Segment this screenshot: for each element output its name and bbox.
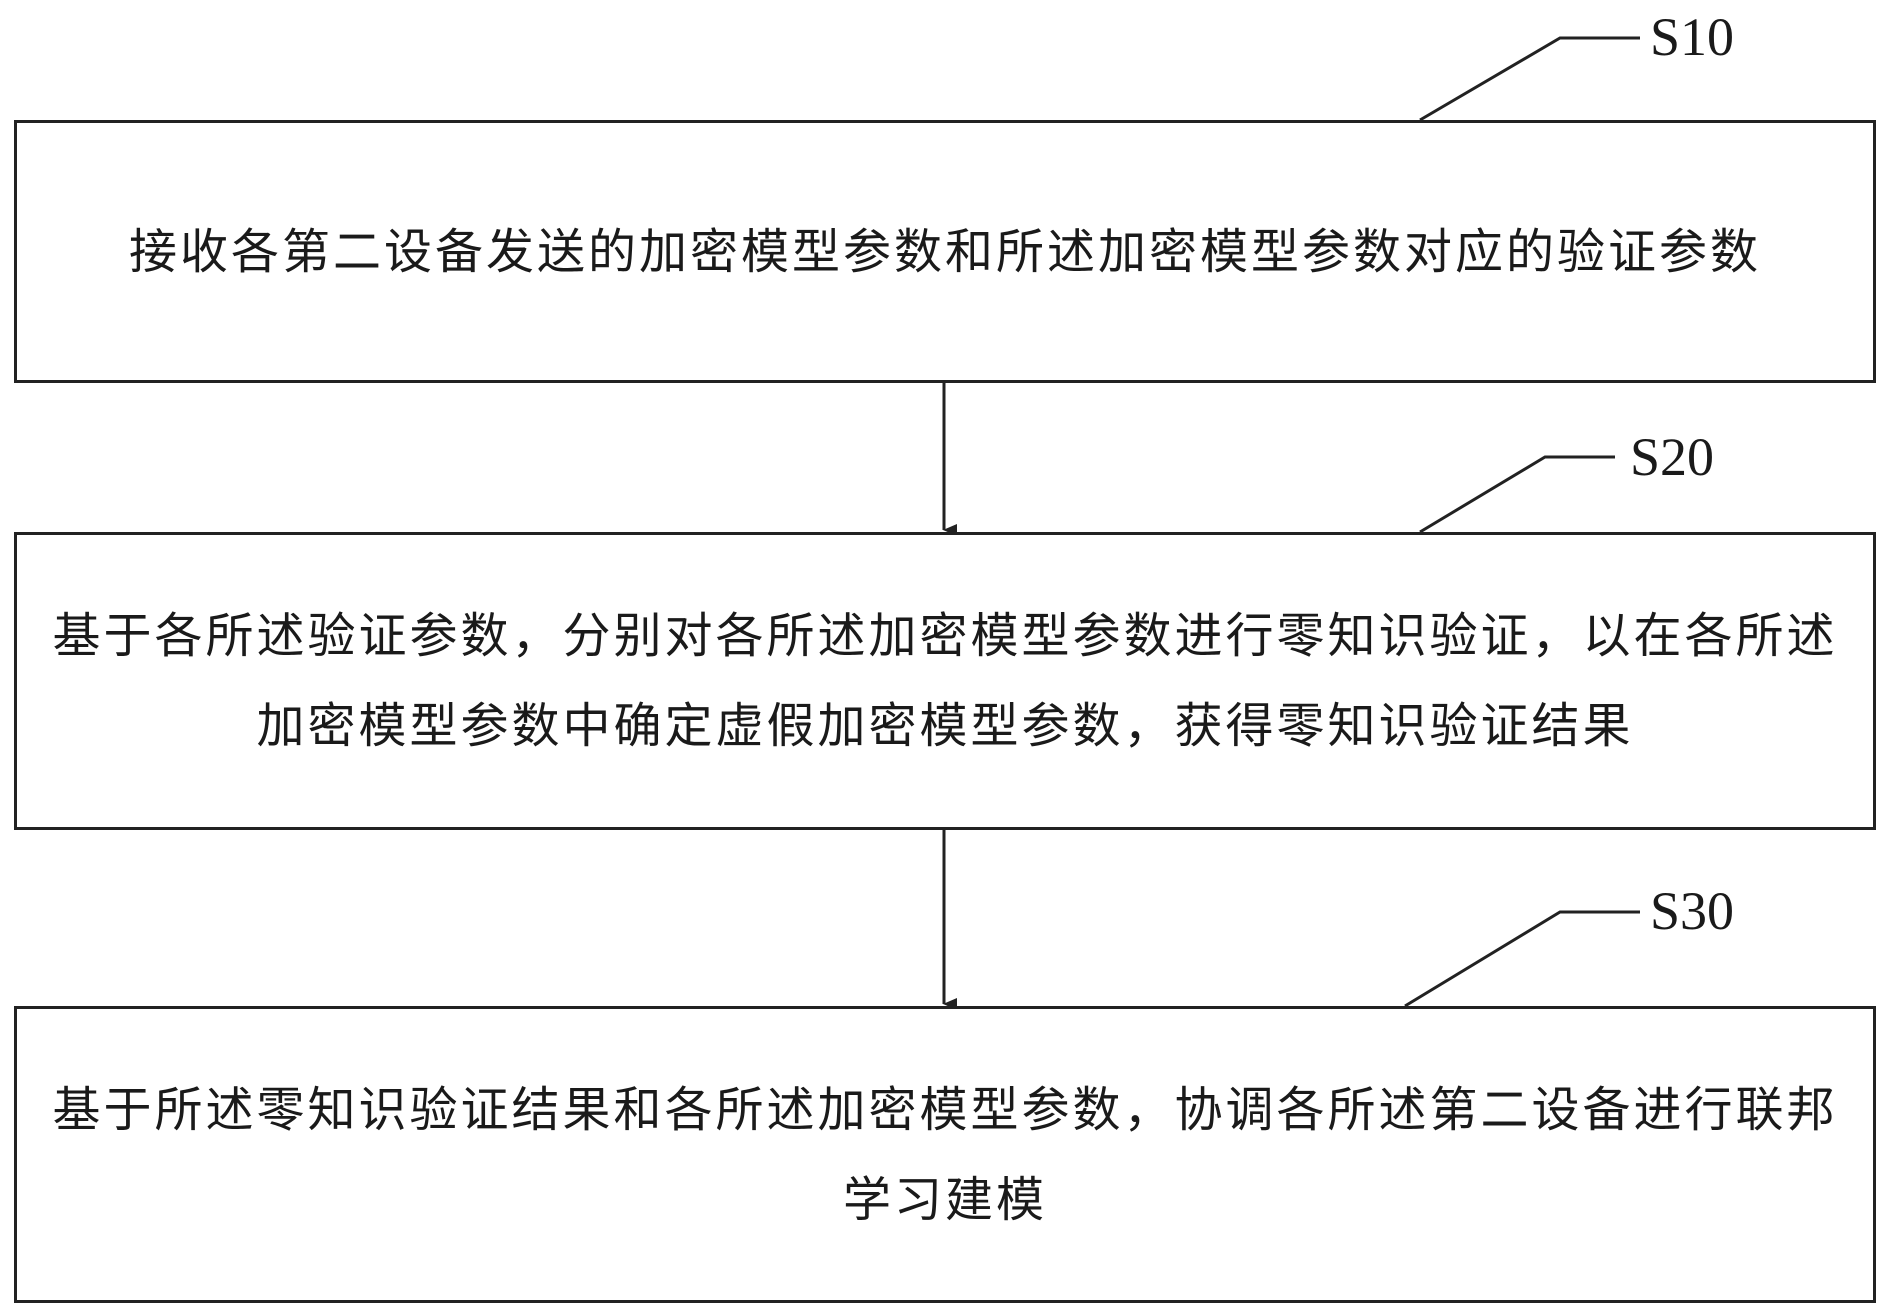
step-box-s10: 接收各第二设备发送的加密模型参数和所述加密模型参数对应的验证参数 bbox=[14, 120, 1876, 383]
step-label-s20: S20 bbox=[1630, 427, 1715, 487]
step-text-s30: 基于所述零知识验证结果和各所述加密模型参数，协调各所述第二设备进行联邦学习建模 bbox=[52, 1081, 1838, 1228]
step-box-s30: 基于所述零知识验证结果和各所述加密模型参数，协调各所述第二设备进行联邦学习建模 bbox=[14, 1006, 1876, 1303]
step-text-s20: 基于各所述验证参数，分别对各所述加密模型参数进行零知识验证，以在各所述加密模型参… bbox=[52, 608, 1838, 754]
step-text-s10: 接收各第二设备发送的加密模型参数和所述加密模型参数对应的验证参数 bbox=[128, 223, 1761, 280]
leader-line-s10 bbox=[1419, 36, 1640, 122]
step-label-s30: S30 bbox=[1650, 881, 1735, 941]
step-label-s10: S10 bbox=[1650, 7, 1735, 67]
leader-line-s30 bbox=[1404, 910, 1640, 1008]
leader-line-s20 bbox=[1419, 455, 1615, 534]
step-box-s20: 基于各所述验证参数，分别对各所述加密模型参数进行零知识验证，以在各所述加密模型参… bbox=[14, 532, 1876, 830]
